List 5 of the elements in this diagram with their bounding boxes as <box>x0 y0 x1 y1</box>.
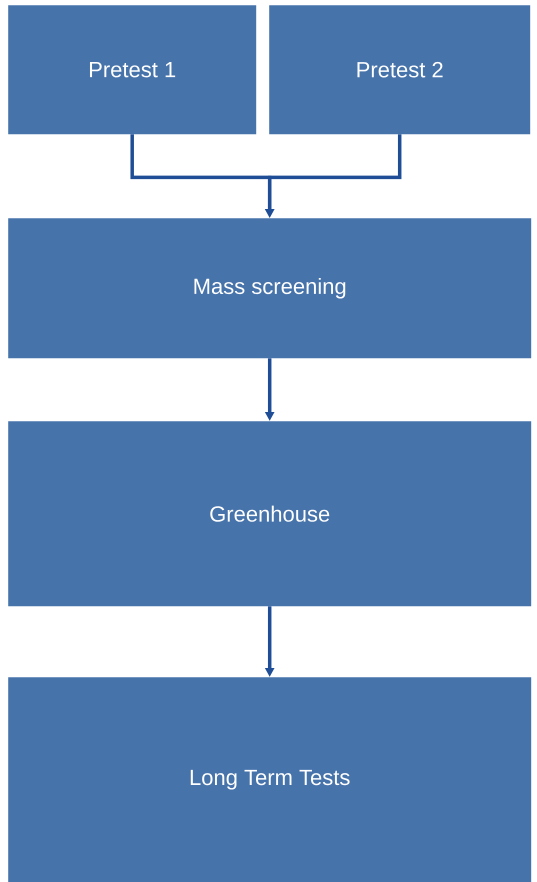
process-box: Long Term Tests <box>8 677 532 882</box>
process-box: Pretest 2 <box>269 5 530 134</box>
process-box: Greenhouse <box>8 421 532 606</box>
process-box: Mass screening <box>8 218 532 358</box>
process-box: Pretest 1 <box>8 5 256 134</box>
